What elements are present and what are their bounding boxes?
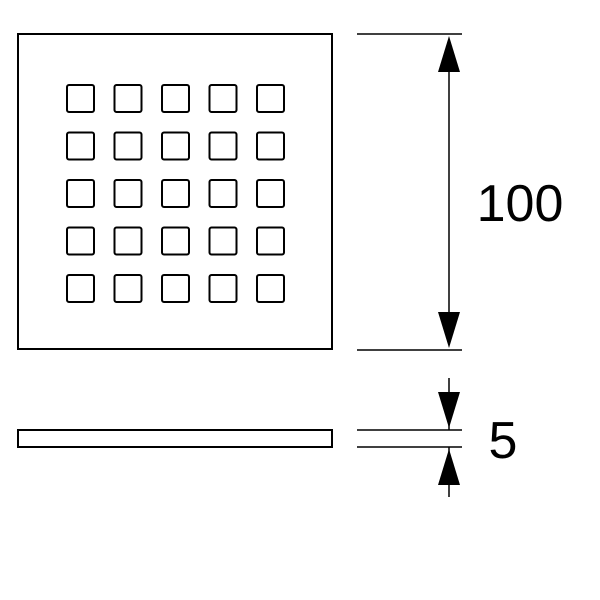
height-dimension: 100 (357, 33, 564, 351)
thickness-label: 5 (489, 412, 518, 470)
drain-hole (161, 131, 190, 161)
drain-holes-grid (66, 84, 285, 303)
drain-hole (161, 179, 190, 208)
drain-hole (66, 131, 95, 161)
drain-hole (161, 84, 190, 113)
drain-hole (66, 274, 95, 303)
drain-hole (113, 84, 143, 113)
drain-hole (161, 274, 190, 303)
plate-side-view (17, 429, 333, 448)
arrowhead-up (438, 36, 460, 72)
drain-hole (66, 84, 95, 113)
drain-hole (66, 226, 95, 256)
drain-hole (113, 274, 143, 303)
drain-hole (208, 131, 238, 161)
drain-hole (256, 226, 285, 256)
thickness-dimension: 5 (357, 378, 517, 497)
drain-hole (113, 179, 143, 208)
arrowhead-down (438, 312, 460, 348)
drain-hole (66, 179, 95, 208)
side-outline (17, 429, 333, 448)
arrowhead-up (438, 449, 460, 485)
drain-hole (113, 226, 143, 256)
drain-hole (256, 179, 285, 208)
drain-hole (208, 84, 238, 113)
height-label: 100 (477, 175, 564, 233)
plate-outline (17, 33, 333, 350)
drain-hole (208, 179, 238, 208)
plate-top-view (17, 33, 333, 350)
drain-hole (256, 274, 285, 303)
drain-hole (208, 274, 238, 303)
drain-hole (113, 131, 143, 161)
drain-hole (161, 226, 190, 256)
arrowhead-down (438, 392, 460, 428)
drain-hole (208, 226, 238, 256)
drain-hole (256, 84, 285, 113)
drain-hole (256, 131, 285, 161)
